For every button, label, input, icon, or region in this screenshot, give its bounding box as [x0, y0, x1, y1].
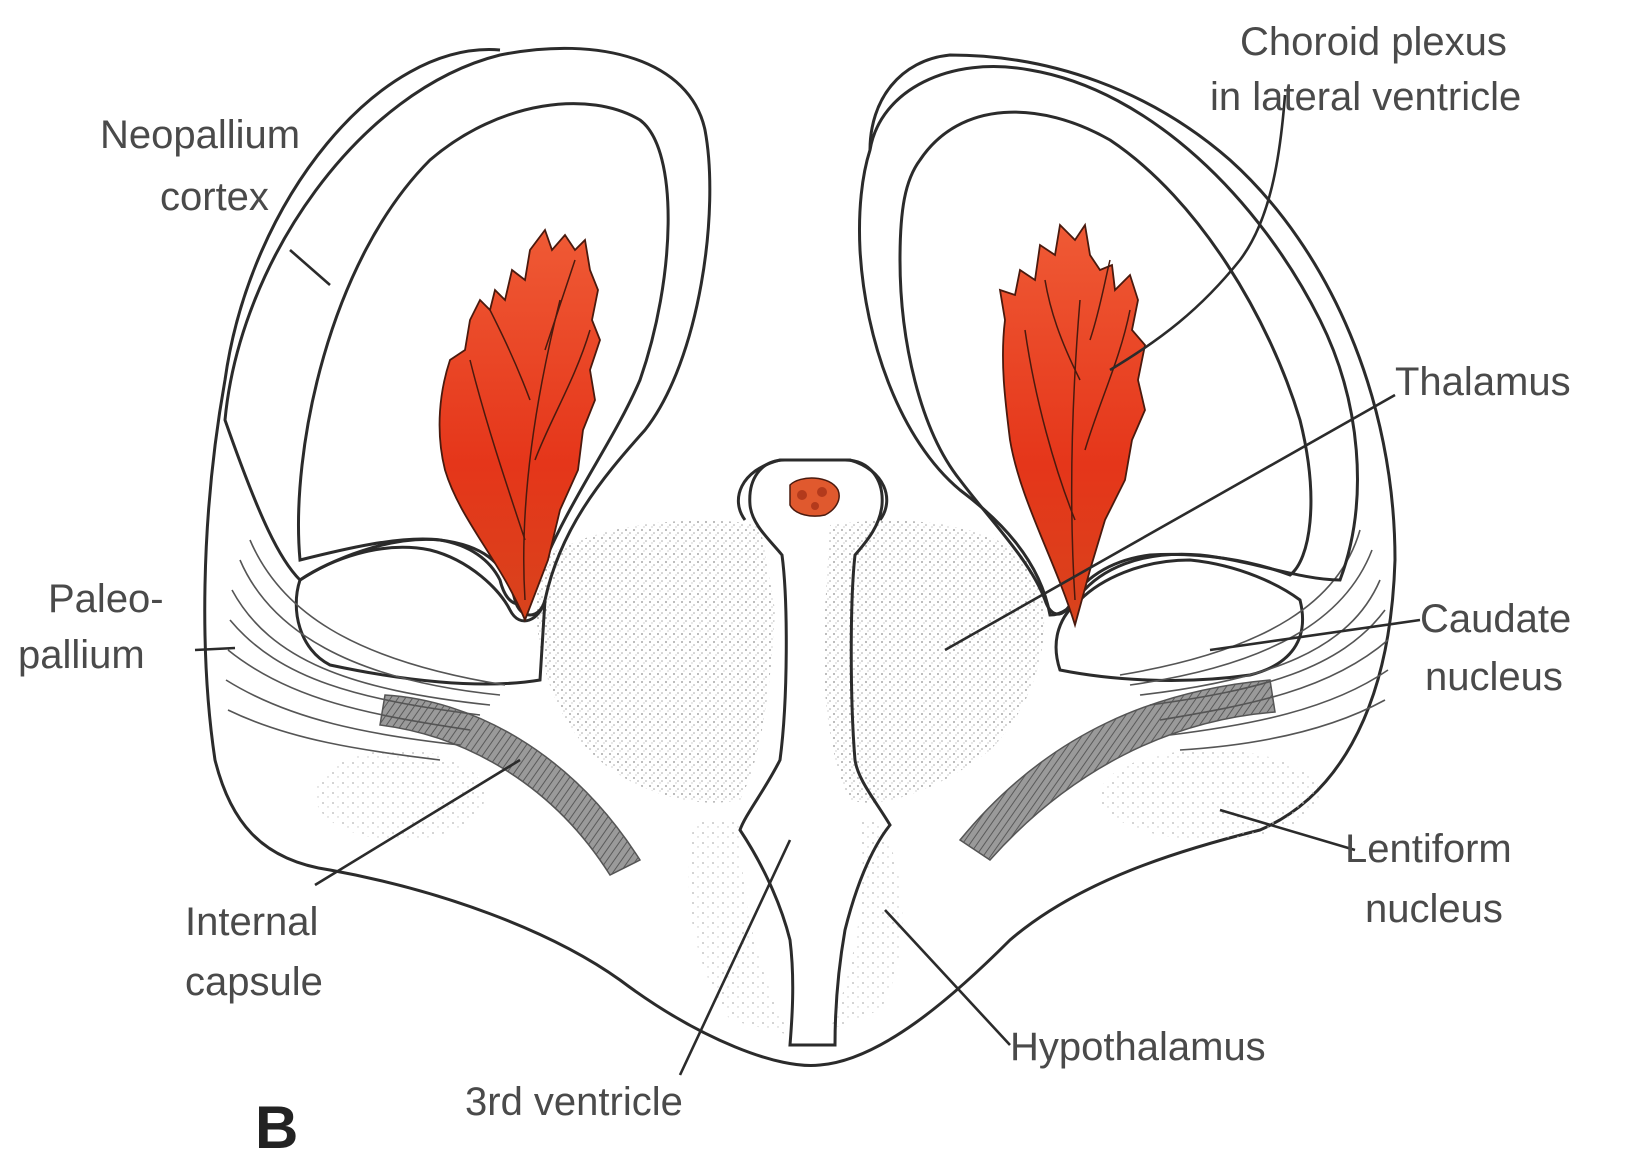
third-ventricle-roof [736, 458, 889, 521]
neopallium-left [223, 46, 712, 617]
label-paleo-line1: Paleo- [48, 577, 164, 621]
lentiform-left [315, 750, 485, 840]
label-caudate-line2: nucleus [1425, 655, 1563, 699]
fiber-lines-right [1119, 529, 1389, 751]
label-choroid-line2: in lateral ventricle [1210, 75, 1521, 119]
label-third-ventricle: 3rd ventricle [465, 1080, 683, 1124]
brain-outline [203, 48, 1397, 1068]
thalamus-right [823, 520, 1045, 803]
hypothalamus-stipple [688, 820, 903, 1035]
label-hypothalamus: Hypothalamus [1010, 1025, 1266, 1069]
choroid-plexus-third [789, 477, 840, 517]
label-neopallium-line1: Neopallium [100, 113, 300, 157]
choroid-plexus-left [438, 228, 601, 623]
label-paleo-line2: pallium [18, 633, 145, 677]
lateral-ventricle-right [898, 110, 1313, 616]
label-internal-line1: Internal [185, 900, 318, 944]
lateral-ventricle-left [297, 102, 670, 606]
thalamus-left [536, 520, 775, 803]
fiber-lines-left [225, 539, 506, 761]
internal-capsule-right [958, 679, 1276, 861]
leader-lines [194, 94, 1421, 1076]
label-internal-line2: capsule [185, 960, 323, 1004]
label-neopallium-line2: cortex [160, 175, 269, 219]
choroid-branches-right [1024, 259, 1131, 601]
label-thalamus: Thalamus [1395, 360, 1571, 404]
label-choroid-line1: Choroid plexus [1240, 20, 1507, 64]
lentiform-right [1100, 750, 1320, 840]
label-lentiform-line1: Lentiform [1345, 827, 1512, 871]
panel-letter: B [255, 1094, 298, 1161]
label-caudate-line1: Caudate [1420, 597, 1571, 641]
caudate-right [1054, 558, 1305, 682]
internal-capsule-left [379, 694, 642, 876]
label-lentiform-line2: nucleus [1365, 887, 1503, 931]
third-ventricle-shape [738, 458, 892, 1047]
choroid-branches-left [469, 259, 591, 601]
